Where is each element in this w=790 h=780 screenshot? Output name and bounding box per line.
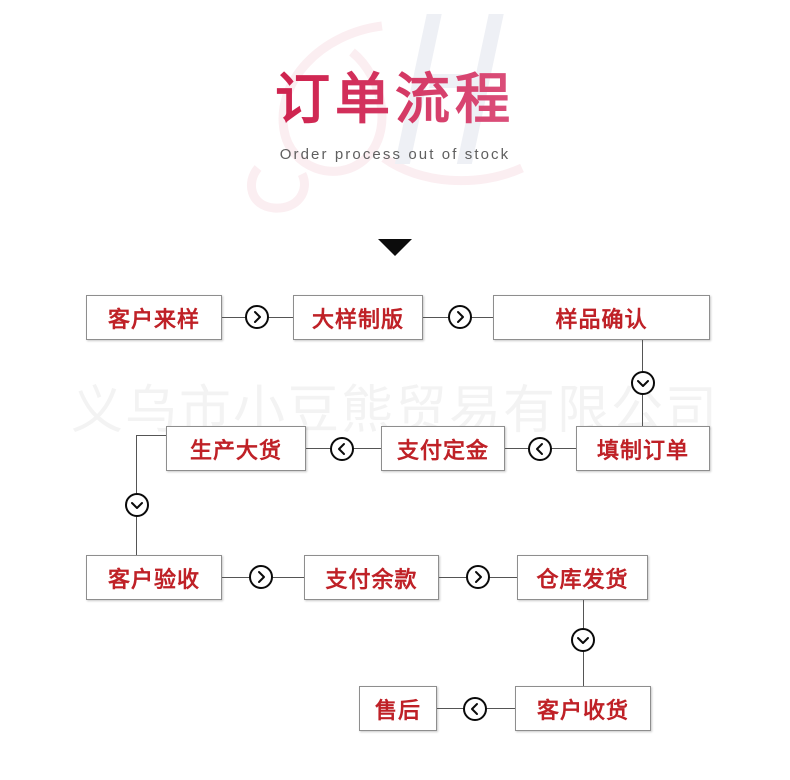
connector-line bbox=[136, 435, 166, 436]
flow-node-pay-deposit[interactable]: 支付定金 bbox=[381, 426, 505, 471]
chevron-right-icon-1[interactable] bbox=[245, 305, 269, 329]
flow-node-customer-sample[interactable]: 客户来样 bbox=[86, 295, 222, 340]
connector-line bbox=[136, 435, 137, 495]
page-title: 订单流程 bbox=[0, 68, 790, 130]
flow-node-after-sales[interactable]: 售后 bbox=[359, 686, 437, 731]
flow-node-sample-platemaking[interactable]: 大样制版 bbox=[293, 295, 423, 340]
chevron-left-icon-1[interactable] bbox=[528, 437, 552, 461]
chevron-right-icon-2[interactable] bbox=[448, 305, 472, 329]
flow-node-warehouse-shipping[interactable]: 仓库发货 bbox=[517, 555, 648, 600]
chevron-left-icon-2[interactable] bbox=[330, 437, 354, 461]
connector-line bbox=[136, 515, 137, 555]
connector-line bbox=[583, 650, 584, 686]
triangle-down-icon bbox=[378, 239, 412, 256]
flow-node-pay-balance[interactable]: 支付余款 bbox=[304, 555, 439, 600]
chevron-down-icon-2[interactable] bbox=[125, 493, 149, 517]
chevron-left-icon-3[interactable] bbox=[463, 697, 487, 721]
chevron-down-icon-1[interactable] bbox=[631, 371, 655, 395]
connector-line bbox=[642, 393, 643, 426]
chevron-right-icon-4[interactable] bbox=[466, 565, 490, 589]
chevron-down-icon-3[interactable] bbox=[571, 628, 595, 652]
connector-line bbox=[583, 600, 584, 630]
flow-node-fill-order[interactable]: 填制订单 bbox=[576, 426, 710, 471]
flow-node-customer-acceptance[interactable]: 客户验收 bbox=[86, 555, 222, 600]
connector-line bbox=[642, 340, 643, 373]
flow-node-sample-confirmation[interactable]: 样品确认 bbox=[493, 295, 710, 340]
flow-node-mass-production[interactable]: 生产大货 bbox=[166, 426, 306, 471]
flow-node-customer-receipt[interactable]: 客户收货 bbox=[515, 686, 651, 731]
page-subtitle: Order process out of stock bbox=[279, 146, 511, 163]
chevron-right-icon-3[interactable] bbox=[249, 565, 273, 589]
